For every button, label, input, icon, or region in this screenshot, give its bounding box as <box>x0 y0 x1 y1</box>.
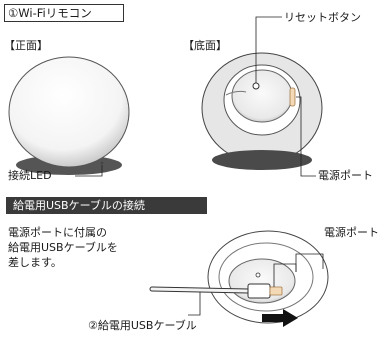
led-dot <box>100 161 104 165</box>
power-port-label: 電源ポート <box>318 169 373 182</box>
instruction-line: 電源ポートに付属の <box>8 226 107 239</box>
cable-leader-line <box>188 292 201 316</box>
port-leader-line <box>296 96 316 177</box>
cable-port-leader-line <box>295 253 324 272</box>
instruction-line: 差します。 <box>8 256 62 269</box>
usb-cable-label: ②給電用USBケーブル <box>88 319 197 332</box>
cable-section-title-bar: 給電用USBケーブルの接続 <box>6 197 207 214</box>
bottom-view-label: 【底面】 <box>183 39 227 52</box>
usb-plug <box>247 283 271 299</box>
instruction-text: 電源ポートに付属の 給電用USBケーブルを 差します。 <box>8 225 118 270</box>
section-title-box: ①Wi-Fiリモコン <box>4 4 124 22</box>
reset-button-label: リセットボタン <box>284 11 361 24</box>
front-view-device <box>8 56 130 177</box>
cable-power-port-label: 電源ポート <box>324 226 379 239</box>
connect-led-label: 接続LED <box>8 169 52 182</box>
insert-arrow <box>262 309 298 327</box>
instruction-line: 給電用USBケーブルを <box>8 241 118 254</box>
front-view-label: 【正面】 <box>4 39 48 52</box>
reset-leader-line <box>255 16 282 83</box>
bottom-view-device <box>201 16 323 177</box>
cable-connection-illustration <box>149 230 329 327</box>
led-leader-line <box>75 165 103 177</box>
reset-button <box>252 82 260 90</box>
power-port <box>289 87 296 107</box>
